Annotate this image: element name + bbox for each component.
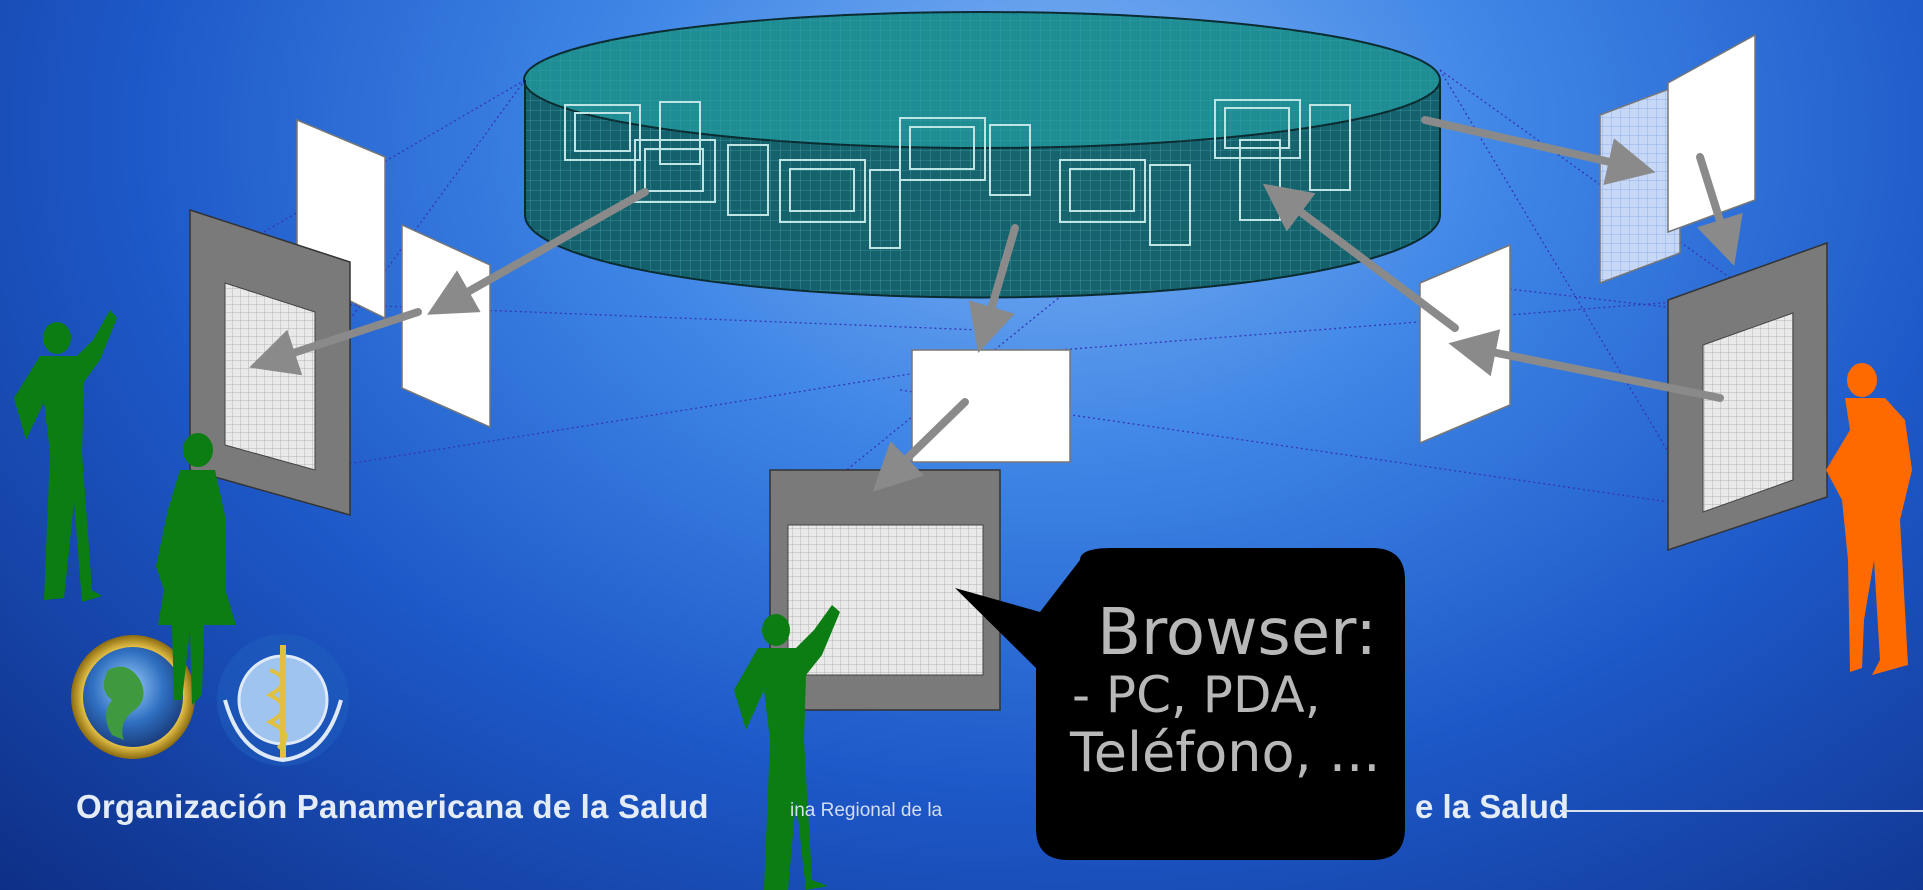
browser-callout-bubble: [955, 548, 1405, 860]
footer-organization-name: Organización Panamericana de la Salud: [76, 788, 709, 825]
callout-title: Browser:: [1097, 596, 1377, 670]
database-cylinder: [523, 11, 1441, 299]
person-pointing-center-icon: [734, 605, 840, 890]
paho-globe-logo: [71, 635, 195, 759]
right-panel-group: [1419, 33, 1828, 552]
browser-callout: Browser: - PC, PDA, Teléfono, ...: [1052, 598, 1422, 783]
who-emblem-logo: [217, 634, 349, 766]
person-right-orange-icon: [1826, 363, 1912, 675]
callout-devices-line: - PC, PDA,: [1072, 666, 1321, 725]
flow-arrows: [249, 116, 1743, 492]
callout-phone-line: Teléfono, ...: [1070, 721, 1381, 785]
footer-office-subtitle: ina Regional de la: [790, 800, 943, 821]
left-panel-group: [189, 118, 491, 516]
footer-divider: [1560, 810, 1923, 812]
person-woman-icon: [156, 433, 236, 705]
person-pointing-left-icon: [14, 310, 117, 602]
computer-icons: [564, 99, 1351, 249]
footer-office-subtitle-end: e la Salud: [1415, 788, 1570, 825]
